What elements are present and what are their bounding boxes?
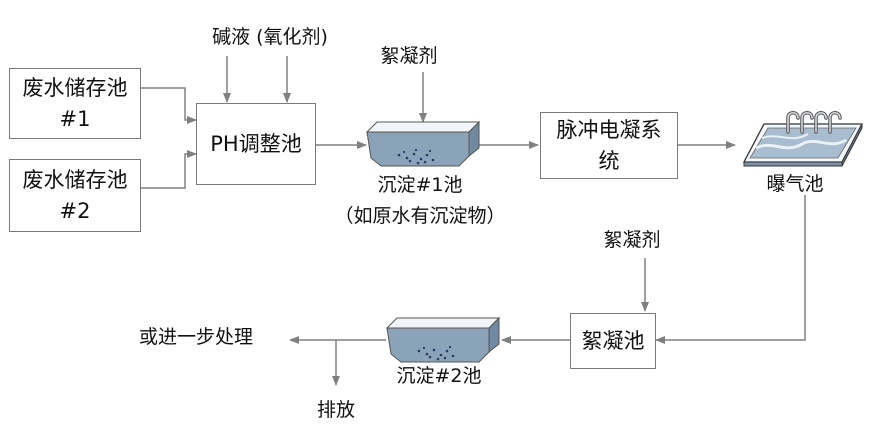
line-storage2-to-ph bbox=[140, 150, 197, 189]
line-aeration-to-floc bbox=[655, 195, 806, 344]
flocculant-top-label: 絮凝剂 bbox=[380, 45, 438, 67]
further-treatment-label: 或进一步处理 bbox=[139, 326, 254, 348]
flocculation-tank-box: 絮凝池 bbox=[570, 313, 656, 369]
ph-adjust-tank-box: PH调整池 bbox=[196, 103, 316, 185]
flocculant-mid-label: 絮凝剂 bbox=[603, 229, 661, 251]
storage-tank-1-label: 废水储存池 #1 bbox=[22, 75, 128, 131]
storage-tank-2-label: 废水储存池 #2 bbox=[22, 167, 128, 223]
storage-tank-2-box: 废水储存池 #2 bbox=[9, 159, 141, 232]
storage-tank-1-box: 废水储存池 #1 bbox=[9, 68, 141, 139]
line-storage1-to-ph bbox=[140, 87, 197, 124]
settling-tank-icon bbox=[365, 120, 481, 167]
settling-tank-icon bbox=[385, 316, 501, 363]
pulse-electrocoagulation-box: 脉冲电凝系 统 bbox=[540, 112, 678, 179]
discharge-label: 排放 bbox=[316, 399, 356, 421]
pulse-electrocoagulation-label: 脉冲电凝系 统 bbox=[556, 117, 662, 173]
settling-tank-2-label: 沉淀#2池 bbox=[396, 365, 482, 387]
settling-tank-1-label: 沉淀#1池 bbox=[377, 174, 463, 196]
aeration-tank-label: 曝气池 bbox=[766, 173, 824, 195]
settling-tank-1-note: （如原水有沉淀物） bbox=[334, 205, 506, 227]
alkali-oxidant-label: 碱液 (氧化剂) bbox=[212, 26, 328, 48]
flocculation-tank-label: 絮凝池 bbox=[581, 328, 645, 353]
aeration-tank-icon bbox=[742, 111, 864, 167]
ph-adjust-tank-label: PH调整池 bbox=[210, 131, 302, 156]
